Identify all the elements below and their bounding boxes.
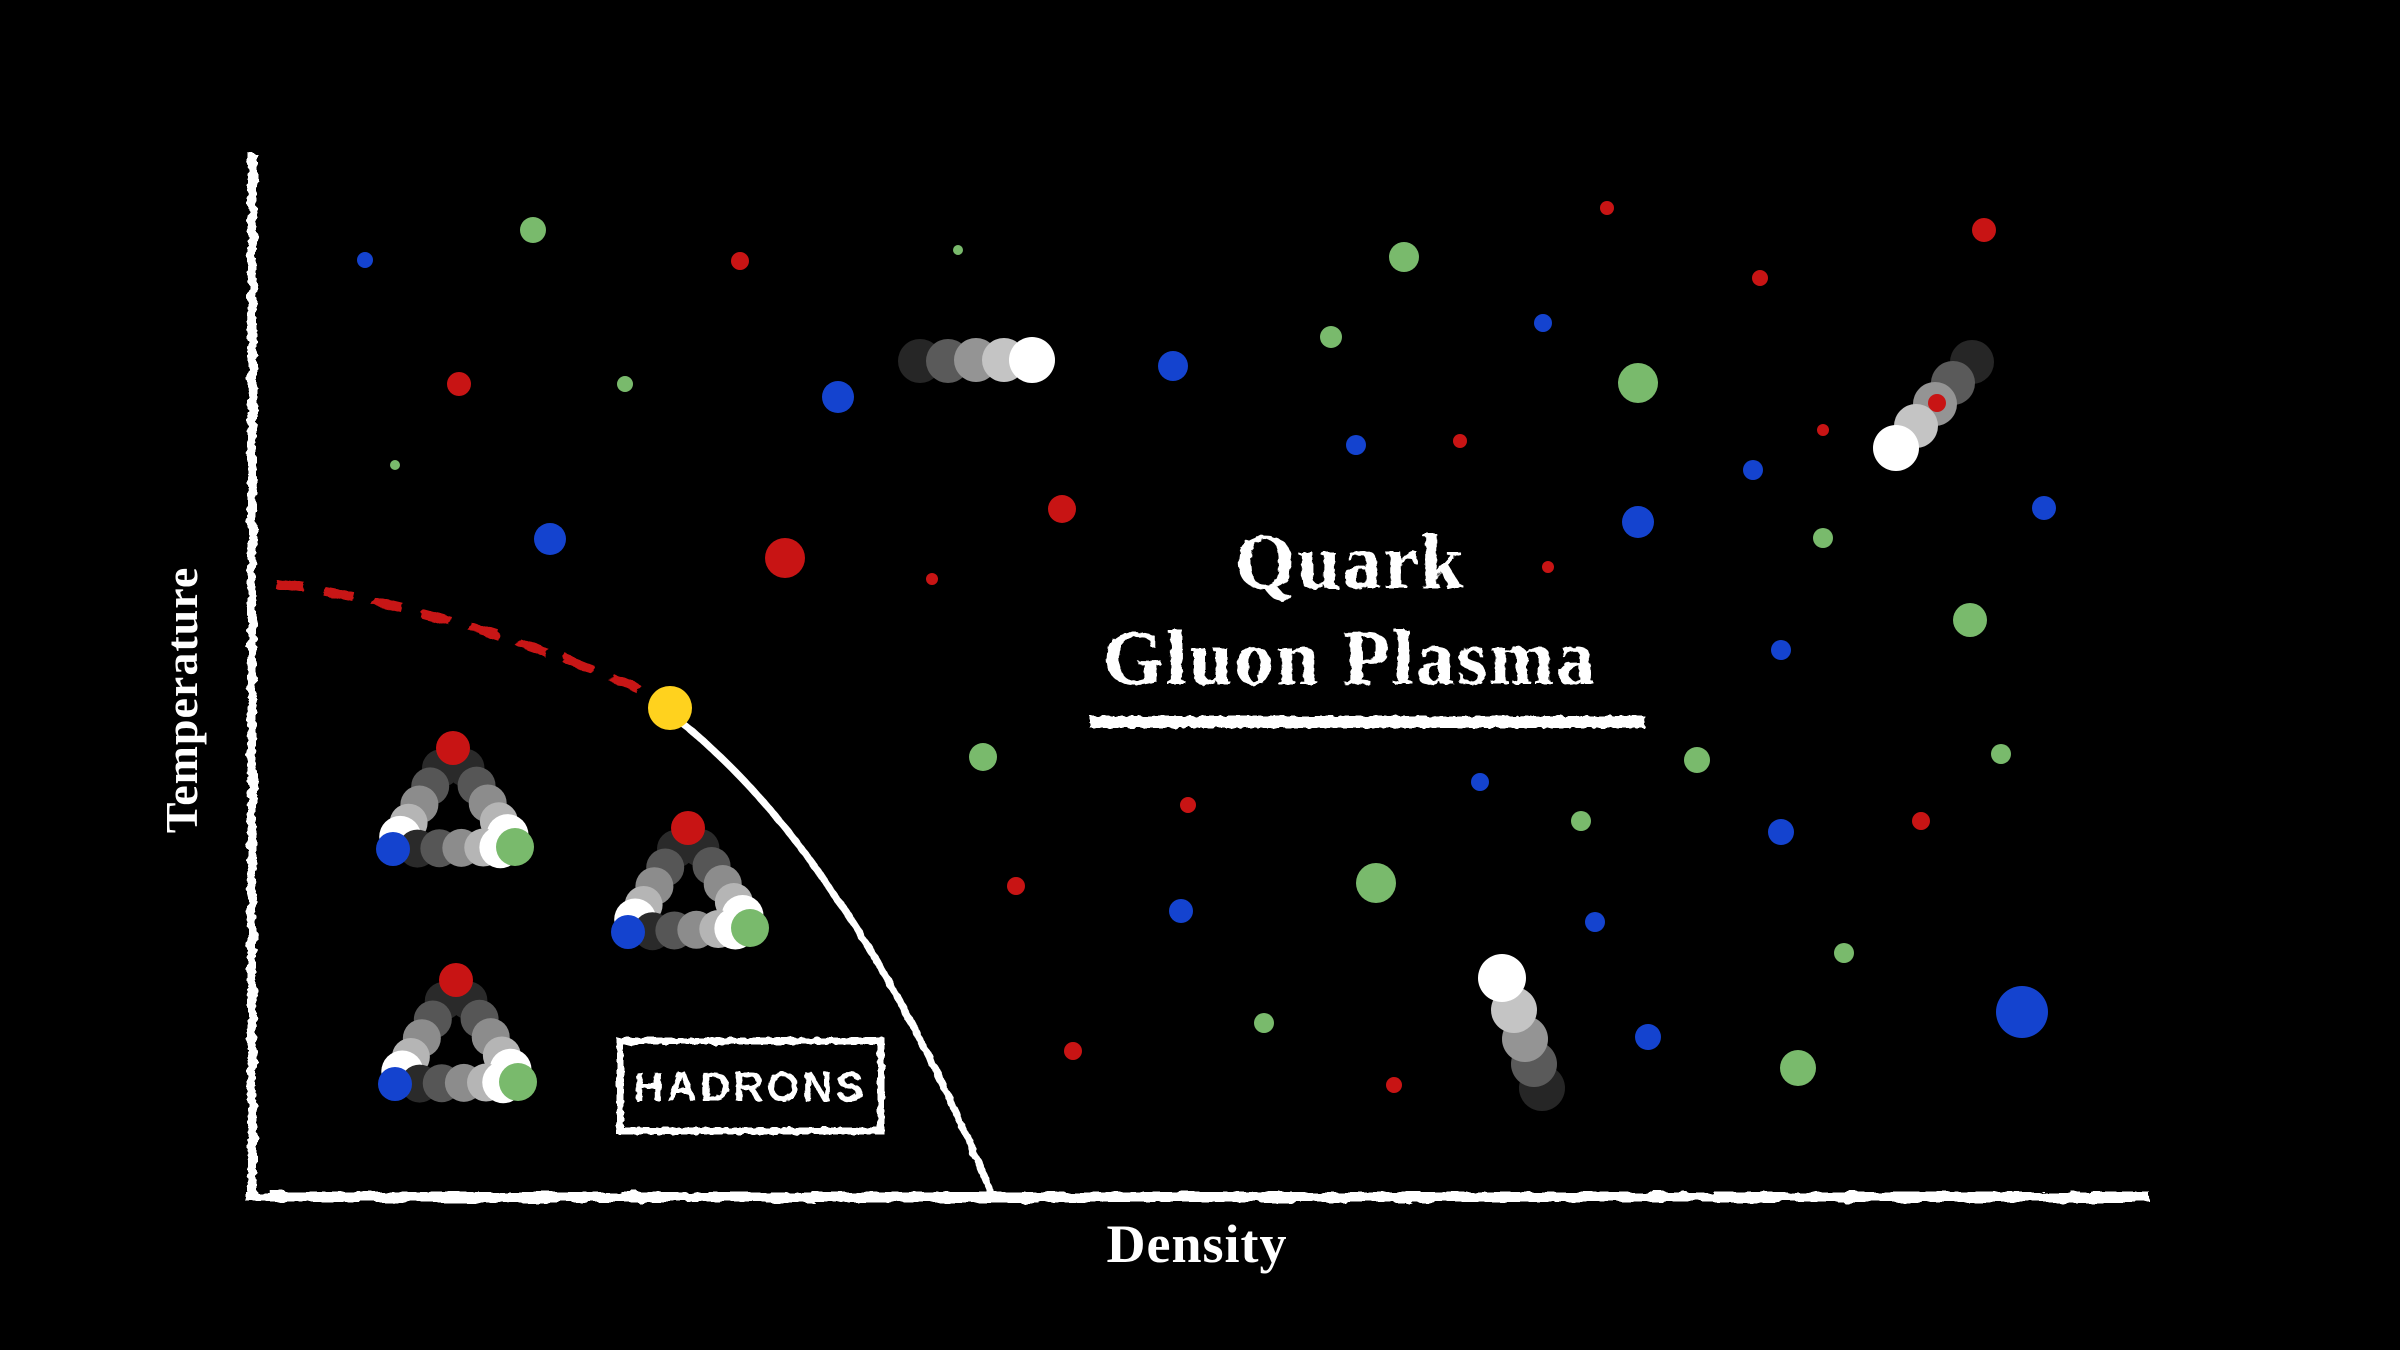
phase-boundary-curve	[679, 720, 997, 1199]
quark-dot	[534, 523, 566, 555]
quark-dot	[1064, 1042, 1082, 1060]
quark-dot	[765, 538, 805, 578]
quark-dot	[1542, 561, 1554, 573]
trail-red-quark	[1928, 394, 1946, 412]
quark-dot	[1585, 912, 1605, 932]
hadron-red-quark	[671, 811, 705, 845]
quark-dot	[617, 376, 633, 392]
quark-dot	[1743, 460, 1763, 480]
quark-dots-layer	[357, 201, 2056, 1093]
quark-dot	[357, 252, 373, 268]
quark-dot	[1622, 506, 1654, 538]
hadron-triangle	[376, 731, 534, 869]
moving-quark-trails-layer	[898, 337, 1994, 1111]
x-axis-label: Density	[1107, 1214, 1288, 1274]
quark-dot	[1471, 773, 1489, 791]
quark-dot	[390, 460, 400, 470]
hadrons-label-block: HADRONS	[616, 1037, 885, 1135]
quark-dot	[1453, 434, 1467, 448]
quark-dot	[1386, 1077, 1402, 1093]
hadron-red-quark	[439, 963, 473, 997]
quark-dot	[1817, 424, 1829, 436]
quark-dot	[1996, 986, 2048, 1038]
quark-dot	[926, 573, 938, 585]
quark-dot	[1972, 218, 1996, 242]
quark-dot	[953, 245, 963, 255]
quark-dot	[1684, 747, 1710, 773]
hadrons-label: HADRONS	[633, 1063, 866, 1110]
quark-dot	[969, 743, 997, 771]
hadron-green-quark	[496, 828, 534, 866]
hadron-triangle	[378, 963, 537, 1104]
quark-dot	[1991, 744, 2011, 764]
quark-dot	[1356, 863, 1396, 903]
quark-dot	[1752, 270, 1768, 286]
trail-white-dot	[1873, 425, 1919, 471]
quark-dot	[1180, 797, 1196, 813]
quark-dot	[1912, 812, 1930, 830]
quark-dot	[1813, 528, 1833, 548]
quark-dot	[1048, 495, 1076, 523]
quark-dot	[1571, 811, 1591, 831]
quark-dot	[2032, 496, 2056, 520]
quark-dot	[1158, 351, 1188, 381]
quark-dot	[1635, 1024, 1661, 1050]
quark-dot	[1534, 314, 1552, 332]
quark-dot	[1771, 640, 1791, 660]
quark-dot	[520, 217, 546, 243]
hadron-triangles-layer	[376, 731, 769, 1104]
qgp-title-block: Quark Gluon Plasma	[1090, 518, 1645, 728]
axes	[246, 153, 2150, 1202]
hadron-blue-quark	[378, 1067, 412, 1101]
y-axis-label: Temperature	[156, 567, 207, 834]
quark-dot	[1618, 363, 1658, 403]
quark-dot	[447, 372, 471, 396]
hadron-green-quark	[731, 909, 769, 947]
quark-dot	[1254, 1013, 1274, 1033]
critical-point	[648, 686, 692, 730]
quark-dot	[1346, 435, 1366, 455]
hadrons-box	[616, 1037, 885, 1135]
trail-white-dot	[1009, 337, 1055, 383]
trail-white-dot	[1478, 954, 1526, 1002]
quark-dot	[1389, 242, 1419, 272]
quark-dot	[1320, 326, 1342, 348]
quark-dot	[1007, 877, 1025, 895]
quark-dot	[731, 252, 749, 270]
hadron-blue-quark	[611, 915, 645, 949]
hadron-blue-quark	[376, 832, 410, 866]
hadron-green-quark	[499, 1063, 537, 1101]
quark-dot	[1768, 819, 1794, 845]
quark-dot	[1780, 1050, 1816, 1086]
quark-dot	[1600, 201, 1614, 215]
quark-dot	[1834, 943, 1854, 963]
hadron-triangle	[611, 811, 769, 951]
quark-dot	[822, 381, 854, 413]
qgp-title-line1: Quark	[1234, 518, 1465, 605]
quark-dot	[1953, 603, 1987, 637]
qgp-title-line2: Gluon Plasma	[1103, 614, 1597, 701]
quark-dot	[1169, 899, 1193, 923]
hadron-red-quark	[436, 731, 470, 765]
crossover-dashed-curve	[274, 578, 656, 701]
